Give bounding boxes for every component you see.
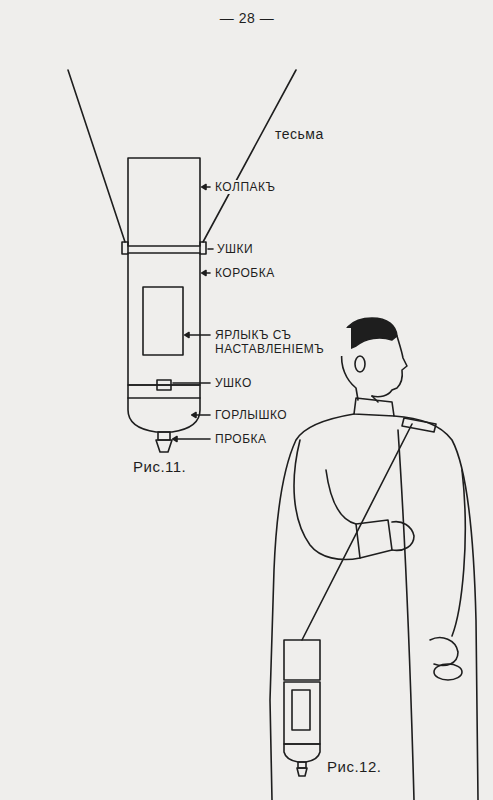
coat-back (270, 414, 354, 800)
cap-in-hand (434, 664, 462, 680)
leader-arrowhead (192, 413, 196, 418)
part-name: ЯРЛЫКЪ СЪ НАСТАВЛЕНІЕМЪ (214, 328, 351, 356)
neck (158, 432, 170, 440)
leader-line (173, 438, 210, 440)
stopper (297, 768, 307, 776)
part-name: УШКО (214, 376, 253, 390)
bottom-seam (128, 397, 200, 399)
far-sleeve (452, 470, 465, 636)
leader-line (173, 382, 210, 384)
page-number: — 28 — (196, 10, 298, 26)
strap-line (302, 424, 412, 640)
leader-line (208, 248, 213, 250)
label-plate (292, 690, 310, 730)
small-lug (157, 380, 171, 390)
cap-outline (284, 640, 320, 680)
hand (430, 638, 458, 666)
coat-front (394, 416, 478, 800)
canister-bottom (284, 744, 320, 762)
strap-line (203, 70, 296, 242)
leader-arrowhead (202, 185, 206, 190)
lug-left (122, 242, 128, 254)
leader-arrowhead (185, 333, 189, 338)
part-name: КОЛПАКЪ (214, 180, 277, 194)
lug-right (200, 242, 206, 254)
coat-opening (398, 430, 414, 800)
neck (298, 762, 306, 768)
leader-lines (173, 185, 213, 442)
leader-arrowhead (202, 271, 206, 276)
hand (392, 522, 414, 551)
stopper (156, 440, 172, 452)
shoulder-strap (402, 418, 436, 432)
ear (355, 356, 365, 372)
soldier-figure (270, 318, 478, 800)
cap-outline (128, 158, 200, 246)
part-name: КОРОБКА (214, 266, 276, 280)
part-name: тесьма (274, 126, 325, 142)
label-plate (143, 287, 183, 355)
figure-caption: Рис.11. (132, 458, 187, 476)
leader-arrowhead (173, 437, 177, 442)
canister-bottom (128, 385, 200, 432)
collar (354, 398, 394, 416)
sleeve (294, 440, 392, 559)
part-name: ПРОБКА (214, 432, 268, 446)
box-outline (128, 253, 200, 385)
face-profile (372, 336, 407, 397)
box-outline (284, 682, 320, 744)
canister-figure (68, 70, 296, 452)
part-name: ГОРЛЫШКО (214, 408, 288, 422)
part-name: УШКИ (216, 242, 254, 256)
figure-caption: Рис.12. (326, 758, 382, 776)
strap-line (68, 70, 125, 242)
